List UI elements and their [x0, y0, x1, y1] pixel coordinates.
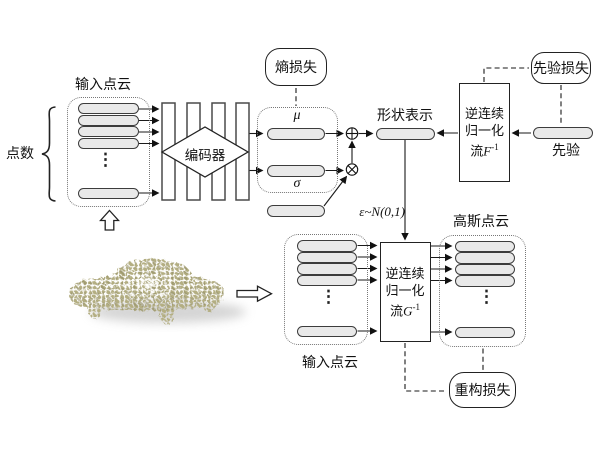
input-cloud-bottom-box	[284, 234, 368, 345]
shape-repr-vector	[375, 127, 435, 140]
point-row	[78, 137, 139, 149]
point-row	[455, 252, 515, 264]
cnf-g-line2: 归一化	[385, 282, 425, 298]
recon-loss-box: 重构损失	[449, 372, 516, 408]
point-row	[455, 326, 515, 338]
point-row	[297, 240, 357, 252]
cnf-f-line2: 归一化	[464, 123, 504, 139]
point-row	[455, 263, 515, 275]
up-arrow-icon	[99, 209, 120, 231]
encoder-label: 编码器	[184, 148, 226, 163]
multiply-node	[345, 163, 359, 176]
input-cloud-top-label: 输入点云	[75, 78, 131, 93]
shape-repr-label: 形状表示	[377, 109, 433, 124]
point-row	[455, 240, 515, 252]
flow-arrows	[139, 105, 531, 336]
input-cloud-top-box	[67, 97, 150, 207]
input-cloud-bottom-label: 输入点云	[302, 356, 358, 371]
epsilon-vector	[266, 205, 325, 217]
gaussian-cloud-label: 高斯点云	[453, 215, 509, 230]
car-window-speckles	[126, 278, 174, 292]
cnf-f-line3: 流F-1	[470, 142, 499, 159]
point-row	[297, 251, 357, 263]
latent-box	[257, 107, 338, 193]
ellipsis-dots: ⋮	[320, 287, 337, 306]
prior-label: 先验	[552, 144, 580, 159]
epsilon-label: ε~N(0,1)	[359, 204, 405, 219]
ellipsis-dots: ⋮	[97, 150, 114, 169]
point-row	[297, 263, 357, 275]
point-row	[78, 126, 139, 137]
mu-vector	[266, 128, 325, 140]
sigma-label: σ	[293, 176, 301, 191]
loss-connections	[295, 67, 562, 392]
prior-loss-box: 先验损失	[531, 52, 591, 84]
point-count-label: 点数	[6, 147, 34, 162]
ellipsis-dots: ⋮	[478, 287, 495, 306]
inverse-cnf-g-box: 逆连续 归一化 流G-1	[379, 242, 431, 342]
point-row	[455, 275, 515, 287]
entropy-loss-box: 熵损失	[265, 48, 327, 86]
right-arrow-icon	[236, 285, 273, 303]
inverse-cnf-f-box: 逆连续 归一化 流F-1	[459, 83, 510, 182]
gaussian-cloud-box	[439, 235, 526, 347]
point-row	[297, 325, 357, 337]
cnf-g-line3: 流G-1	[390, 301, 420, 319]
cnf-g-line1: 逆连续	[385, 265, 425, 281]
add-node	[345, 127, 359, 140]
sigma-vector	[266, 165, 325, 177]
cnf-f-line1: 逆连续	[464, 106, 504, 122]
point-row	[78, 103, 139, 114]
prior-vector	[533, 127, 593, 139]
point-row	[297, 274, 357, 286]
car-point-cloud-image	[68, 258, 246, 324]
point-count-brace	[41, 106, 56, 202]
point-row	[78, 187, 139, 199]
encoder-diamond	[160, 126, 250, 178]
mu-label: μ	[293, 108, 301, 123]
point-row	[78, 114, 139, 126]
